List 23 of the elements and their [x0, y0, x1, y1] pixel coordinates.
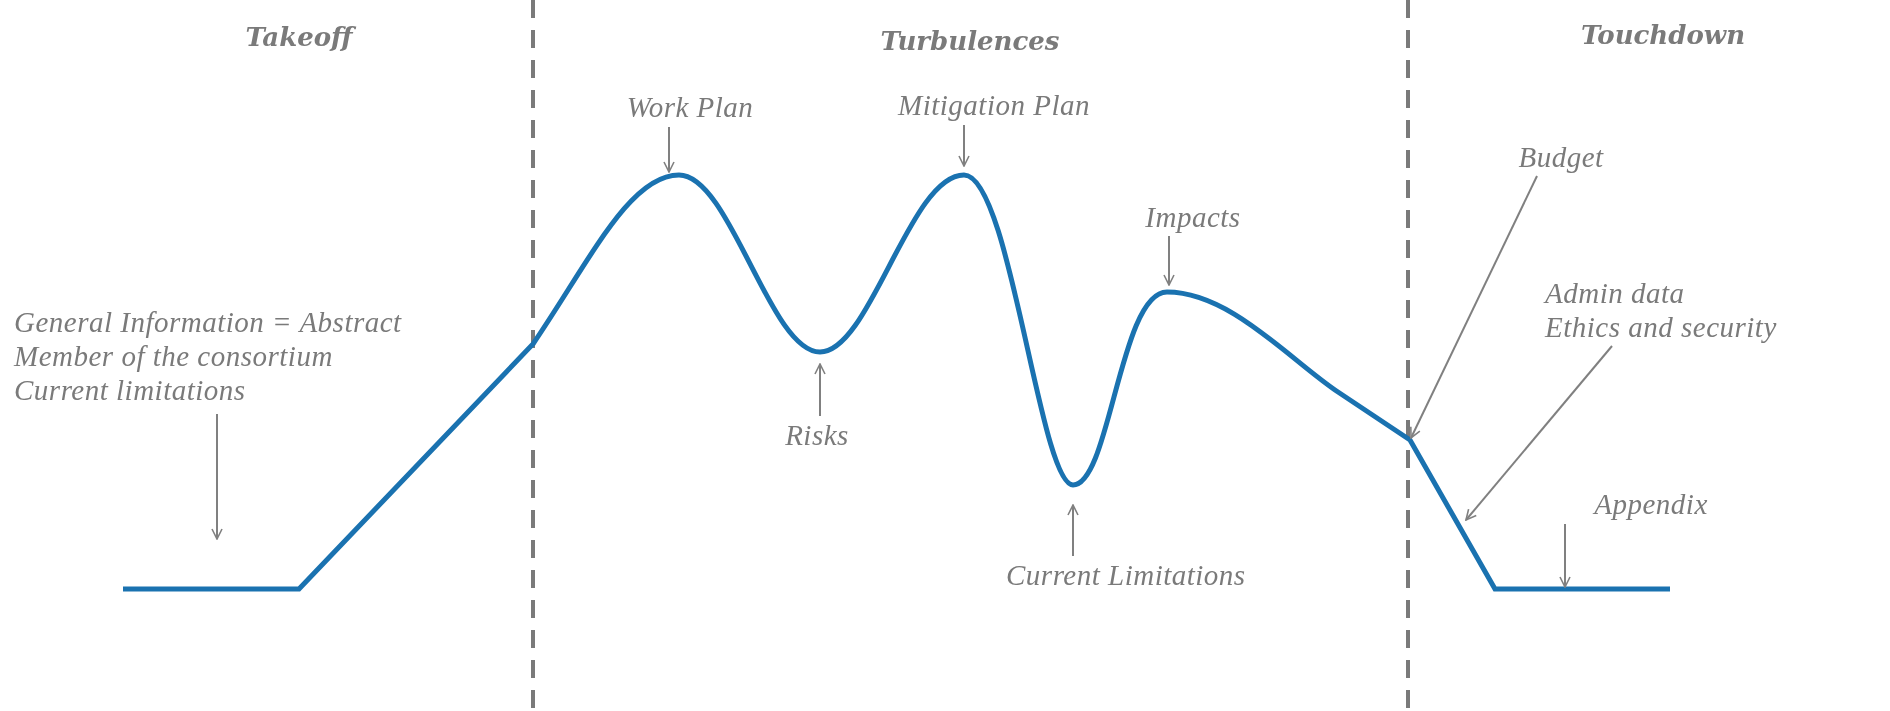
annotation-text: Admin data — [1545, 276, 1685, 310]
leader-arrow — [1067, 504, 1079, 557]
leader-arrow — [814, 363, 826, 417]
phase-heading: Touchdown — [1580, 20, 1746, 50]
leader-arrow — [1163, 235, 1175, 286]
leader-arrow — [663, 126, 675, 173]
annotation-text: Current limitations — [14, 373, 246, 407]
annotation-text: Member of the consortium — [14, 339, 333, 373]
leader-arrow — [1465, 345, 1613, 521]
annotation-text: Appendix — [1594, 487, 1708, 521]
annotation-text: General Information = Abstract — [14, 305, 402, 339]
phase-heading: Turbulences — [880, 26, 1060, 56]
leader-arrow — [1559, 523, 1571, 588]
annotation-text: Budget — [1518, 140, 1604, 174]
annotation-text: Ethics and security — [1545, 310, 1777, 344]
annotation-text: Mitigation Plan — [898, 88, 1090, 122]
annotation-text: Work Plan — [626, 90, 754, 124]
leader-arrow — [958, 124, 970, 167]
leader-arrow — [211, 413, 223, 540]
annotation-text: Impacts — [1145, 200, 1241, 234]
leader-arrow — [1410, 175, 1538, 439]
annotation-text: Current Limitations — [1006, 558, 1246, 592]
annotation-text: Risks — [785, 418, 849, 452]
